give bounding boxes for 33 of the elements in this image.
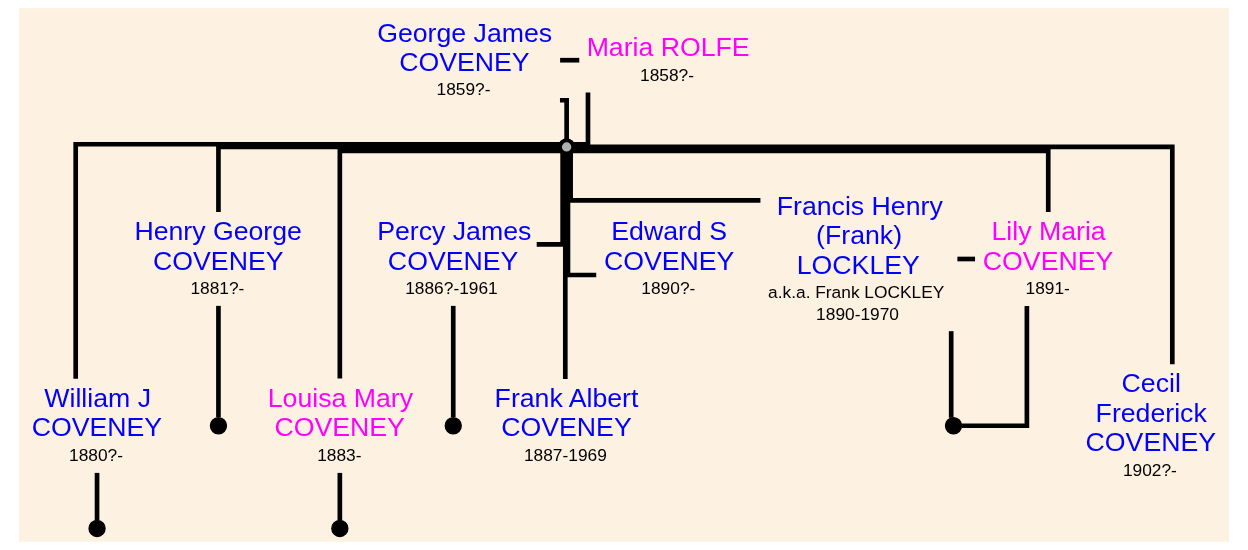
connector bbox=[565, 153, 597, 278]
connector bbox=[216, 144, 560, 213]
node-text: Francis Henry (Frank) LOCKLEY a.k.a. Frank LOCKLEY 1890-1970 bbox=[768, 190, 945, 324]
node-circle bbox=[444, 417, 462, 435]
node-text: Maria ROLFE 1858?- bbox=[586, 32, 750, 85]
node-text: George James COVENEY 1859?- bbox=[377, 17, 553, 100]
node-text: Cecil Frederick COVENEY 1902?- bbox=[1085, 368, 1217, 480]
connector bbox=[337, 148, 562, 379]
connector bbox=[560, 57, 580, 63]
node-text: Henry George COVENEY 1881?- bbox=[134, 216, 302, 299]
node-circle bbox=[557, 138, 576, 156]
node-text: Louisa Mary COVENEY 1883- bbox=[267, 383, 414, 465]
node-circle bbox=[209, 417, 228, 435]
connector bbox=[562, 153, 568, 379]
node-text: William J COVENEY 1880?- bbox=[31, 383, 163, 465]
connector bbox=[73, 141, 561, 379]
connector bbox=[573, 144, 1175, 365]
node-text: Frank Albert COVENEY 1887-1969 bbox=[494, 383, 639, 465]
node-text: Percy James COVENEY 1886?-1961 bbox=[377, 216, 532, 299]
node-text: Lily Maria COVENEY 1891- bbox=[982, 216, 1114, 299]
node-circle bbox=[88, 519, 106, 538]
connector bbox=[216, 305, 221, 418]
connector bbox=[450, 305, 456, 418]
connector bbox=[568, 152, 761, 203]
node-circle bbox=[944, 417, 963, 435]
connector bbox=[572, 148, 1051, 212]
connector bbox=[948, 331, 954, 418]
connector bbox=[961, 305, 1030, 429]
node-circle bbox=[331, 519, 349, 538]
node-text: Edward S COVENEY 1890?- bbox=[603, 216, 735, 299]
connector bbox=[337, 472, 343, 521]
connector bbox=[94, 472, 100, 521]
connector bbox=[572, 92, 591, 147]
